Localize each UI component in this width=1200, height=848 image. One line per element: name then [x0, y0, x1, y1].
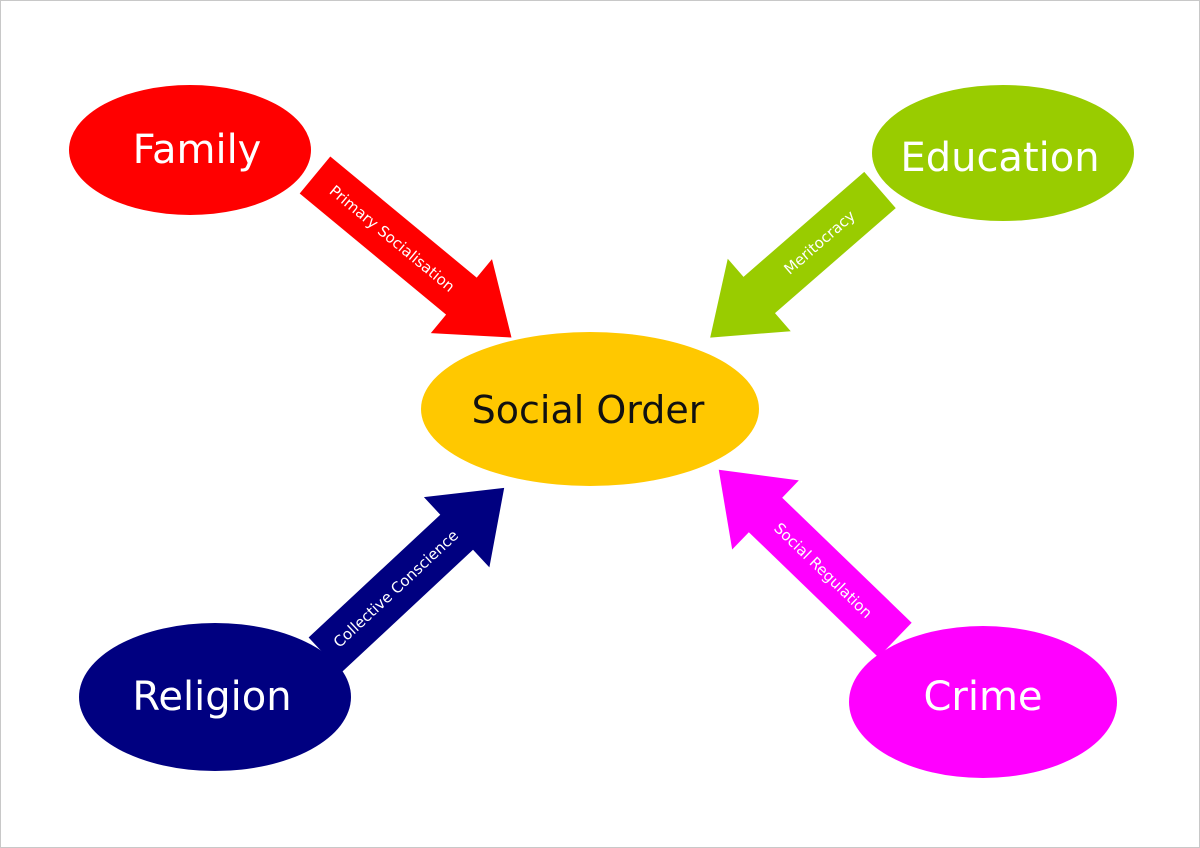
arrow-education-shape: [710, 171, 896, 338]
arrow-education: Meritocracy: [710, 171, 896, 338]
arrow-crime-label: Social Regulation: [770, 519, 876, 622]
arrow-family-shape: [299, 156, 512, 338]
arrow-crime-shape: [718, 469, 912, 658]
arrow-religion-shape: [308, 487, 505, 673]
node-religion-shape: [79, 623, 351, 771]
node-crime-label: Crime: [923, 674, 1042, 720]
node-crime-shape: [849, 626, 1117, 778]
arrow-family-label: Primary Socialisation: [326, 182, 459, 296]
node-education: Education: [872, 85, 1134, 221]
arrow-crime: Social Regulation: [718, 469, 912, 658]
node-crime: Crime: [849, 626, 1117, 778]
arrow-religion: Collective Conscience: [308, 487, 505, 673]
node-religion: Religion: [79, 623, 351, 771]
node-family-label: Family: [133, 127, 262, 173]
node-family: Family: [69, 85, 311, 215]
node-social-order-shape: [421, 332, 759, 486]
node-social-order-label: Social Order: [472, 388, 705, 432]
node-social-order: Social Order: [421, 332, 759, 486]
arrow-family: Primary Socialisation: [299, 156, 512, 338]
node-family-shape: [69, 85, 311, 215]
node-education-label: Education: [900, 135, 1099, 181]
arrow-religion-label: Collective Conscience: [330, 526, 462, 651]
node-religion-label: Religion: [132, 674, 291, 720]
node-education-shape: [872, 85, 1134, 221]
